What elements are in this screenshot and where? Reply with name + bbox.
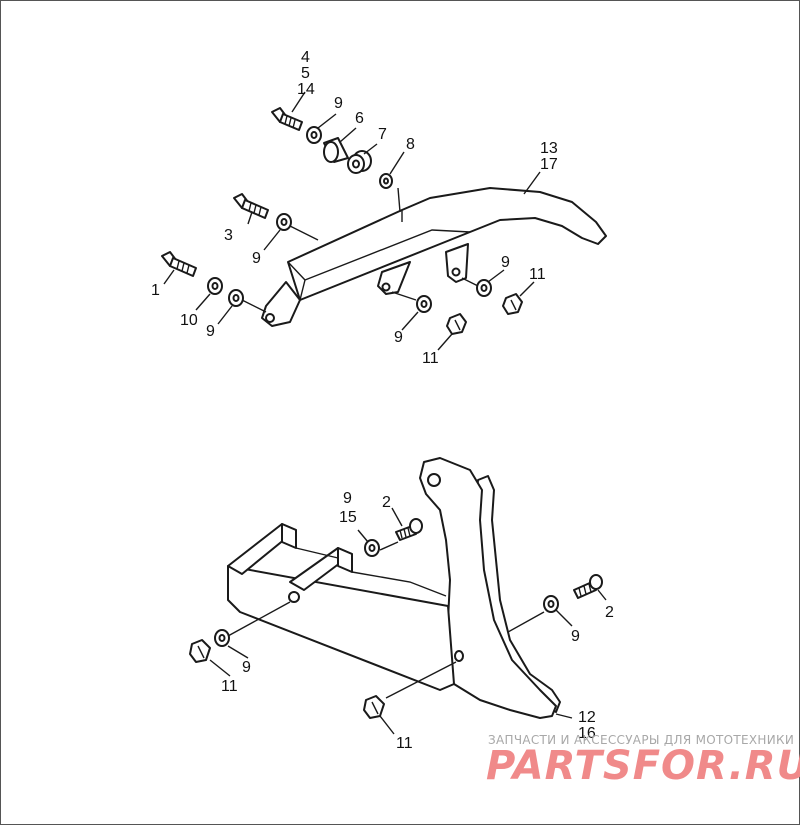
callout-9: 9 <box>394 329 403 346</box>
acorn-nut <box>363 695 385 719</box>
callout-15: 15 <box>339 509 357 526</box>
bolt-2 <box>395 518 423 541</box>
top-callouts: 4 5 14 9 6 7 8 13 17 3 9 1 10 9 9 11 9 1… <box>151 49 558 367</box>
callout-2: 2 <box>605 604 614 621</box>
callout-11: 11 <box>221 678 238 695</box>
callout-6: 6 <box>355 110 364 127</box>
callout-10: 10 <box>180 312 198 329</box>
callout-9: 9 <box>501 254 510 271</box>
bolt-1 <box>161 251 197 277</box>
callout-9: 9 <box>206 323 215 340</box>
callout-4: 4 <box>301 49 310 66</box>
callout-16: 16 <box>578 725 596 742</box>
callout-9: 9 <box>334 95 343 112</box>
bottom-callouts: 9 15 2 2 9 9 11 12 16 11 <box>221 490 614 752</box>
acorn-nut <box>502 293 523 315</box>
callout-9: 9 <box>571 628 580 645</box>
bushing-7 <box>347 150 372 174</box>
callout-12: 12 <box>578 709 596 726</box>
callout-9: 9 <box>252 250 261 267</box>
callout-3: 3 <box>224 227 233 244</box>
callout-17: 17 <box>540 156 558 173</box>
bottom-hardware <box>189 518 603 719</box>
watermark: ЗАПЧАСТИ И АКСЕССУАРЫ ДЛЯ МОТОТЕХНИКИ PA… <box>486 733 800 789</box>
top-leader-lines <box>163 91 541 351</box>
bolt-4-5-14 <box>271 107 303 131</box>
bolt-2 <box>573 574 603 599</box>
callout-9: 9 <box>343 490 352 507</box>
callout-9: 9 <box>242 659 251 676</box>
acorn-nut <box>446 313 467 335</box>
callout-2: 2 <box>382 494 391 511</box>
top-hardware <box>161 107 523 335</box>
callout-14: 14 <box>297 81 315 98</box>
callout-11: 11 <box>396 735 413 752</box>
callout-11: 11 <box>422 350 439 367</box>
guard-bracket-assembly <box>227 457 561 719</box>
bolt-3 <box>233 193 269 219</box>
acorn-nut <box>189 639 211 663</box>
callout-5: 5 <box>301 65 310 82</box>
bracket-base <box>227 565 455 691</box>
bracket-upright <box>419 457 557 719</box>
watermark-logo: PARTSFOR.RU <box>486 743 800 789</box>
belt-guard-assembly <box>261 187 607 327</box>
callout-11: 11 <box>529 266 546 283</box>
callout-8: 8 <box>406 136 415 153</box>
callout-1: 1 <box>151 282 160 299</box>
spacer-6 <box>323 137 349 163</box>
belt-guard <box>287 187 607 301</box>
callout-7: 7 <box>378 126 387 143</box>
watermark-tagline: ЗАПЧАСТИ И АКСЕССУАРЫ ДЛЯ МОТОТЕХНИКИ <box>488 733 794 747</box>
bottom-leader-lines <box>209 507 607 735</box>
callout-13: 13 <box>540 140 558 157</box>
front-mount-tab <box>445 243 469 283</box>
